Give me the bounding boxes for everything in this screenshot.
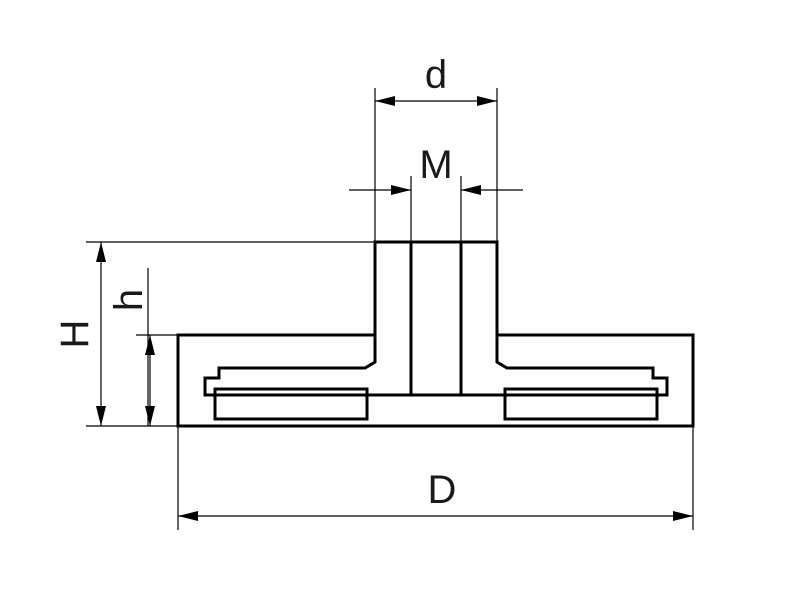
label-d: d — [425, 53, 447, 97]
dimension-d: d — [374, 53, 498, 242]
housing-section — [176, 240, 695, 428]
magnet-cavity-right — [495, 335, 669, 397]
label-h: h — [107, 289, 151, 311]
dimension-h: h — [107, 268, 178, 426]
magnet-cavity-left — [203, 335, 377, 397]
magnet-left — [213, 387, 369, 421]
dimension-H: H — [53, 241, 375, 427]
label-D: D — [428, 468, 457, 512]
magnet-right — [503, 387, 659, 421]
threaded-bore — [409, 240, 463, 397]
label-H: H — [53, 320, 97, 349]
dimension-M: M — [349, 143, 523, 242]
dimension-D: D — [177, 426, 694, 530]
label-M: M — [419, 143, 452, 187]
